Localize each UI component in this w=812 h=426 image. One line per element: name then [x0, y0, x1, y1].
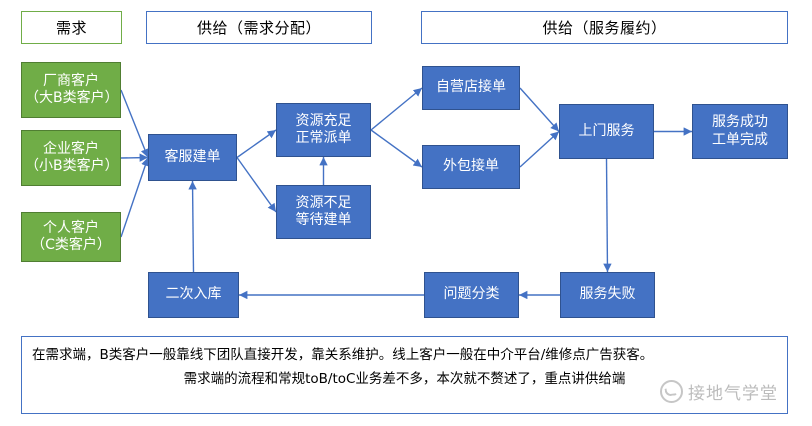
edge-ticket-to-enough — [236, 129, 277, 159]
node-maker[interactable]: 厂商客户（大B类客户） — [21, 62, 121, 118]
section-header-label: 供给（服务履约） — [542, 19, 667, 37]
node-label: 资源充足正常派单 — [295, 112, 352, 147]
node-success[interactable]: 服务成功工单完成 — [692, 104, 788, 159]
section-header-0: 需求 — [21, 11, 122, 44]
node-label: 自营店接单 — [436, 79, 506, 96]
node-onsite[interactable]: 上门服务 — [559, 104, 654, 159]
section-header-label: 需求 — [55, 19, 87, 37]
node-label: 服务成功工单完成 — [712, 114, 768, 148]
node-enterprise[interactable]: 企业客户（小B类客户） — [21, 130, 121, 186]
node-label: 资源不足等待建单 — [295, 194, 352, 229]
footnote-line-1: 在需求端，B类客户一般靠线下团队直接开发，靠关系维护。线上客户一般在中介平台/维… — [32, 347, 654, 363]
node-label: 二次入库 — [165, 286, 222, 303]
section-header-2: 供给（服务履约） — [421, 11, 788, 44]
section-header-1: 供给（需求分配） — [146, 11, 372, 44]
watermark-text: 接地气学堂 — [688, 384, 778, 404]
edge-enterprise-to-ticket — [120, 153, 149, 162]
watermark-logo-icon — [660, 380, 683, 403]
node-enough[interactable]: 资源充足正常派单 — [276, 103, 371, 157]
node-notenough[interactable]: 资源不足等待建单 — [276, 185, 371, 239]
footnote-box: 在需求端，B类客户一般靠线下团队直接开发，靠关系维护。线上客户一般在中介平台/维… — [21, 336, 788, 414]
edge-enough-to-outsource — [370, 129, 423, 168]
node-personal[interactable]: 个人客户（C类客户） — [21, 212, 121, 262]
node-restock[interactable]: 二次入库 — [148, 272, 239, 318]
node-label: 客服建单 — [164, 148, 221, 165]
node-label: 企业客户（小B类客户） — [25, 140, 119, 175]
edge-selfshop-to-onsite — [519, 87, 560, 132]
node-label: 服务失败 — [579, 286, 636, 303]
node-failed[interactable]: 服务失败 — [560, 272, 655, 318]
node-label: 上门服务 — [578, 122, 635, 139]
node-issue[interactable]: 问题分类 — [424, 272, 519, 318]
node-label: 个人客户（C类客户） — [31, 219, 111, 254]
node-selfshop[interactable]: 自营店接单 — [422, 66, 520, 110]
edge-restock-to-ticket — [188, 180, 197, 273]
node-label: 问题分类 — [443, 286, 500, 303]
edge-outsource-to-onsite — [519, 130, 560, 168]
edge-personal-to-ticket — [120, 157, 150, 238]
node-label: 厂商客户（大B类客户） — [25, 72, 119, 107]
section-header-label: 供给（需求分配） — [196, 19, 321, 37]
footnote-line-2: 需求端的流程和常规toB/toC业务差不多，本次就不赘述了，重点讲供给端 — [183, 370, 626, 387]
edge-onsite-to-failed — [603, 158, 612, 273]
edge-ticket-to-notenough — [236, 157, 277, 213]
node-label: 外包接单 — [443, 158, 499, 175]
edge-maker-to-ticket — [120, 89, 149, 158]
node-ticket[interactable]: 客服建单 — [148, 134, 237, 181]
node-outsource[interactable]: 外包接单 — [422, 145, 520, 189]
watermark: 接地气学堂 — [660, 379, 778, 404]
edge-enough-to-selfshop — [370, 87, 423, 131]
